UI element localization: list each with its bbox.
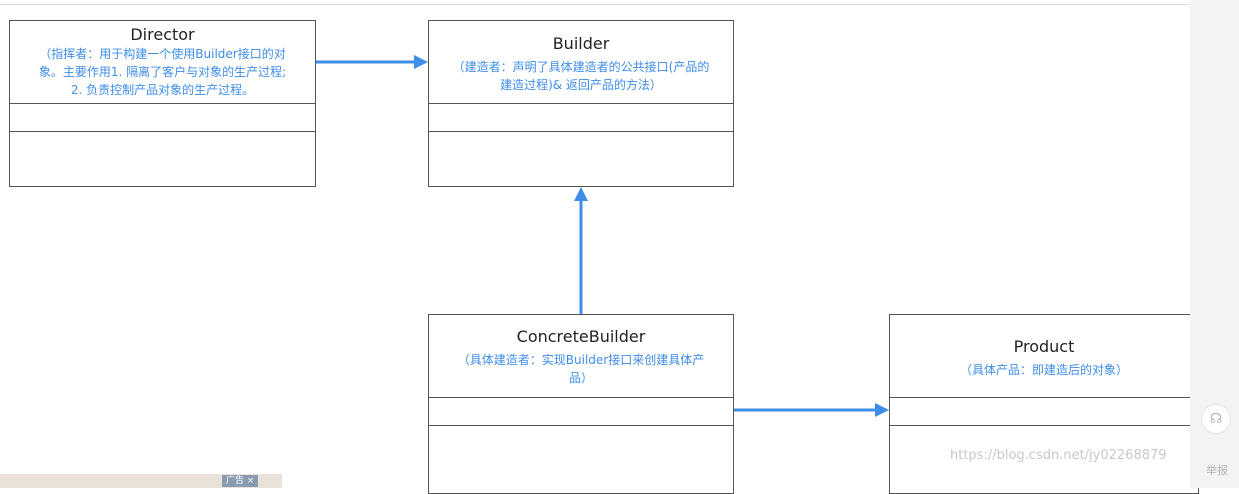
builder-methods-divider: [429, 131, 733, 132]
concrete-builder-methods-divider: [429, 425, 733, 426]
director-attributes-divider: [10, 103, 315, 104]
builder-class-box: Builder （建造者：声明了具体建造者的公共接口(产品的 建造过程)& 返回…: [428, 20, 734, 187]
director-to-builder-arrowhead: [414, 55, 428, 69]
builder-desc-line: （建造者：声明了具体建造者的公共接口(产品的: [452, 60, 710, 74]
director-desc-line: （指挥者：用于构建一个使用Builder接口的对: [39, 47, 286, 61]
concrete-builder-class-name: ConcreteBuilder: [516, 327, 646, 346]
watermark-url: https://blog.csdn.net/jy02268879: [950, 448, 1167, 463]
report-label[interactable]: 举报: [1206, 464, 1228, 477]
director-desc-line: 2. 负责控制产品对象的生产过程。: [70, 83, 255, 97]
builder-desc-line: 建造过程)& 返回产品的方法）: [500, 78, 662, 92]
concrete-builder-desc-line: 品）: [568, 371, 593, 385]
director-methods-divider: [10, 131, 315, 132]
director-desc-line: 象。主要作用1. 隔离了客户与对象的生产过程;: [38, 65, 287, 79]
ad-banner[interactable]: [0, 474, 282, 488]
product-class-box: Product （具体产品：即建造后的对象）: [889, 314, 1199, 494]
headset-support-icon[interactable]: ☊: [1201, 404, 1231, 434]
ad-close-label[interactable]: 广告 ×: [222, 475, 259, 487]
concrete-builder-desc-line: （具体建造者：实现Builder接口来创建具体产: [457, 353, 705, 367]
product-desc-line: （具体产品：即建造后的对象）: [959, 363, 1128, 377]
product-attributes-divider: [890, 397, 1198, 398]
concrete-to-product-arrowhead: [875, 403, 889, 417]
director-class-name: Director: [130, 25, 195, 44]
concrete-builder-attributes-divider: [429, 397, 733, 398]
concrete-to-builder-arrowhead: [574, 187, 588, 201]
concrete-builder-class-box: ConcreteBuilder （具体建造者：实现Builder接口来创建具体产…: [428, 314, 734, 494]
builder-class-name: Builder: [552, 34, 610, 53]
builder-attributes-divider: [429, 103, 733, 104]
director-class-box: Director （指挥者：用于构建一个使用Builder接口的对 象。主要作用…: [9, 20, 316, 187]
page-top-divider: [0, 4, 1190, 5]
product-class-name: Product: [1013, 337, 1075, 356]
product-methods-divider: [890, 425, 1198, 426]
